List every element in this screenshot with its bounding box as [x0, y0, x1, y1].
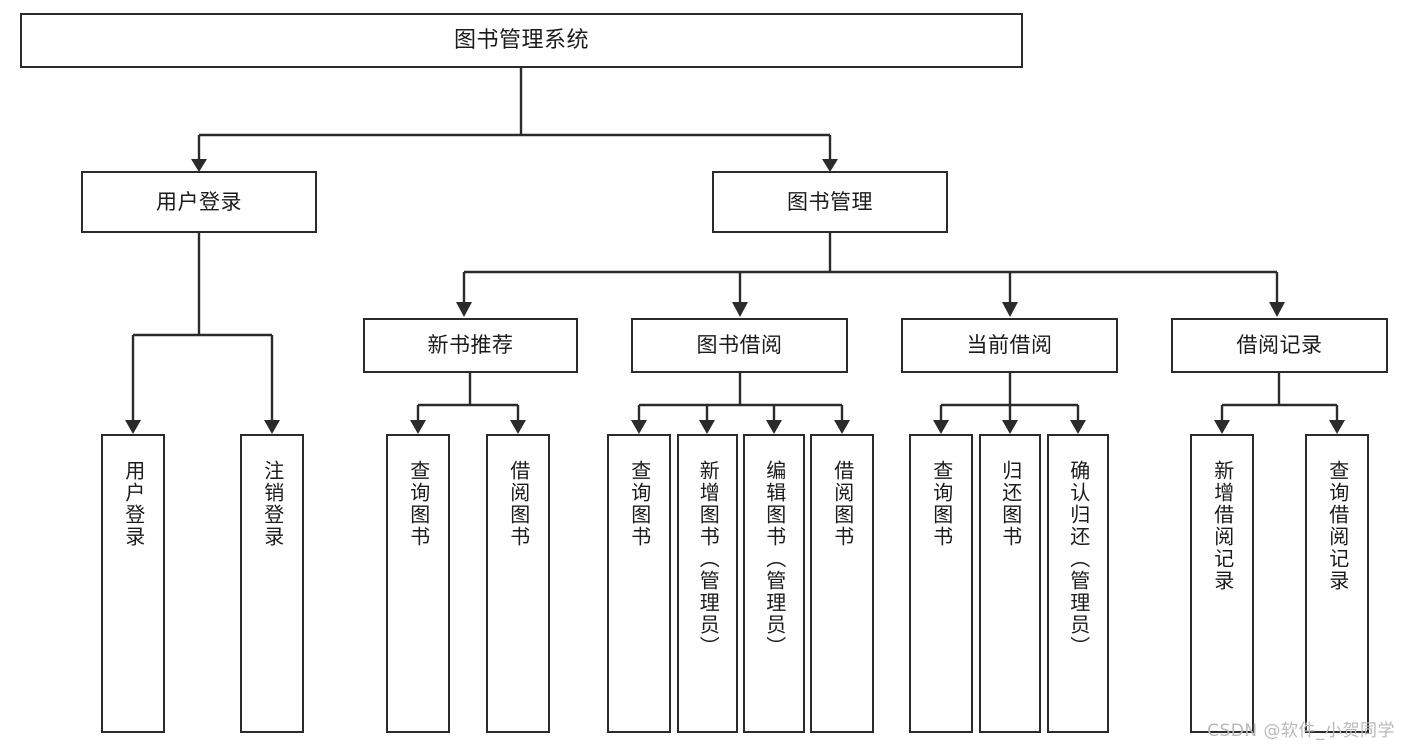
node-leaf-query-book-1-label: 查询图书 — [406, 460, 431, 548]
node-borrow-record-label: 借阅记录 — [1236, 333, 1323, 358]
arrow-current-borrow — [1002, 302, 1018, 317]
arrow-leaf-query-book-1 — [410, 420, 426, 434]
arrow-leaf-confirm-return — [1070, 420, 1086, 434]
arrow-leaf-add-record — [1214, 420, 1230, 434]
arrow-leaf-query-book-2 — [631, 420, 647, 434]
node-leaf-query-book-3-label: 查询图书 — [929, 460, 954, 548]
csdn-watermark: CSDN @软件_小贺同学 — [1207, 721, 1395, 741]
node-leaf-edit-book-label: 编辑图书（管理员） — [762, 460, 787, 658]
arrow-borrow-record — [1269, 302, 1285, 317]
node-leaf-query-record[interactable]: 查询借阅记录 — [1305, 434, 1369, 733]
arrow-leaf-borrow-book-1 — [510, 420, 526, 434]
node-book-borrow-label: 图书借阅 — [696, 333, 783, 358]
node-leaf-add-book-label: 新增图书（管理员） — [696, 460, 721, 658]
node-root-label: 图书管理系统 — [453, 27, 589, 53]
arrow-leaf-query-book-3 — [933, 420, 949, 434]
arrow-leaf-logout — [264, 420, 280, 434]
node-leaf-return-book[interactable]: 归还图书 — [979, 434, 1041, 733]
arrow-new-book-rec — [456, 302, 472, 317]
node-leaf-add-record-label: 新增借阅记录 — [1210, 460, 1235, 592]
node-current-borrow[interactable]: 当前借阅 — [901, 318, 1118, 373]
node-leaf-query-book-3[interactable]: 查询图书 — [909, 434, 973, 733]
node-leaf-query-record-label: 查询借阅记录 — [1325, 460, 1350, 592]
node-leaf-add-record[interactable]: 新增借阅记录 — [1190, 434, 1254, 733]
node-leaf-edit-book[interactable]: 编辑图书（管理员） — [743, 434, 805, 733]
node-leaf-borrow-book-1-label: 借阅图书 — [506, 460, 531, 548]
arrow-book-borrow — [732, 302, 748, 317]
arrow-leaf-edit-book — [766, 420, 782, 434]
node-leaf-user-login[interactable]: 用户登录 — [101, 434, 165, 733]
node-leaf-logout[interactable]: 注销登录 — [240, 434, 304, 733]
node-leaf-borrow-book-2-label: 借阅图书 — [830, 460, 855, 548]
node-leaf-query-book-2-label: 查询图书 — [627, 460, 652, 548]
node-leaf-return-book-label: 归还图书 — [998, 460, 1023, 548]
arrow-leaf-add-book — [699, 420, 715, 434]
node-leaf-user-login-label: 用户登录 — [121, 460, 146, 548]
node-leaf-add-book[interactable]: 新增图书（管理员） — [677, 434, 738, 733]
node-user-login-label: 用户登录 — [156, 189, 242, 214]
node-borrow-record[interactable]: 借阅记录 — [1171, 318, 1388, 373]
node-new-book-rec[interactable]: 新书推荐 — [363, 318, 578, 373]
arrow-leaf-user-login — [125, 420, 141, 434]
node-new-book-rec-label: 新书推荐 — [427, 333, 514, 358]
node-root[interactable]: 图书管理系统 — [20, 13, 1023, 68]
node-current-borrow-label: 当前借阅 — [966, 333, 1053, 358]
arrow-leaf-query-record — [1329, 420, 1345, 434]
node-leaf-confirm-return[interactable]: 确认归还（管理员） — [1047, 434, 1109, 733]
arrow-leaf-return-book — [1002, 420, 1018, 434]
node-leaf-borrow-book-1[interactable]: 借阅图书 — [486, 434, 550, 733]
node-leaf-query-book-2[interactable]: 查询图书 — [607, 434, 671, 733]
node-leaf-borrow-book-2[interactable]: 借阅图书 — [810, 434, 874, 733]
node-user-login[interactable]: 用户登录 — [81, 171, 317, 233]
node-leaf-logout-label: 注销登录 — [260, 460, 285, 548]
node-leaf-confirm-return-label: 确认归还（管理员） — [1066, 460, 1091, 658]
node-book-manage[interactable]: 图书管理 — [712, 171, 948, 233]
node-leaf-query-book-1[interactable]: 查询图书 — [386, 434, 450, 733]
node-book-borrow[interactable]: 图书借阅 — [631, 318, 848, 373]
arrow-leaf-borrow-book-2 — [834, 420, 850, 434]
node-book-manage-label: 图书管理 — [787, 189, 873, 214]
